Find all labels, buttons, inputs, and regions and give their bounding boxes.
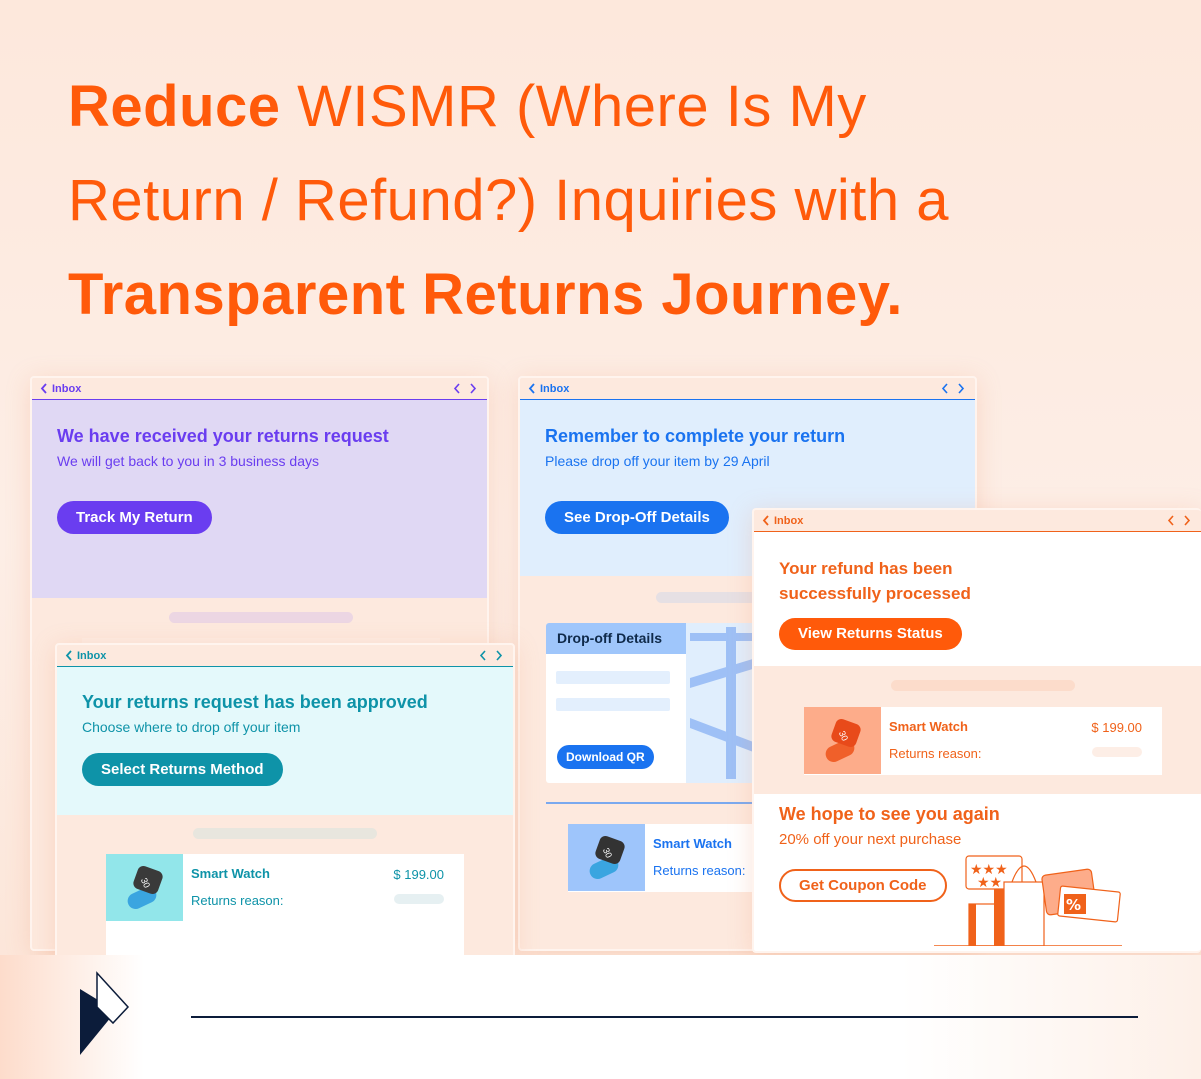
next-email-icon[interactable] <box>495 650 503 661</box>
headline-bold-lead: Reduce <box>68 74 281 139</box>
smart-watch-icon: 30 <box>127 865 163 909</box>
prev-email-icon[interactable] <box>1167 515 1175 526</box>
next-email-icon[interactable] <box>1183 515 1191 526</box>
download-qr-button[interactable]: Download QR <box>557 745 654 769</box>
chevron-left-icon <box>762 515 769 526</box>
returns-reason-label: Returns reason: <box>653 863 746 878</box>
promo-title: We hope to see you again <box>779 804 1000 824</box>
email-hero: Your refund has been successfully proces… <box>754 532 1201 666</box>
inbox-label: Inbox <box>77 649 107 662</box>
drop-off-map[interactable] <box>686 623 757 783</box>
back-to-inbox-link[interactable]: Inbox <box>40 383 81 395</box>
svg-text:30: 30 <box>836 729 849 742</box>
email-title-line2: successfully processed <box>779 584 971 603</box>
see-drop-off-details-button[interactable]: See Drop-Off Details <box>545 501 729 534</box>
smart-watch-icon: 30 <box>825 718 861 762</box>
product-name: Smart Watch <box>889 719 968 734</box>
email-title-line1: Your refund has been <box>779 559 953 578</box>
track-my-return-button[interactable]: Track My Return <box>57 501 212 534</box>
drop-off-info: Drop-off Details Download QR <box>546 623 686 783</box>
smart-watch-thumbnail: 30 <box>568 824 645 891</box>
svg-text:★★: ★★ <box>977 875 1002 891</box>
email-topbar: Inbox <box>754 510 1201 532</box>
email-subtitle: Choose where to drop off your item <box>82 719 301 735</box>
returns-reason-placeholder <box>394 894 444 904</box>
headline: Reduce WISMR (Where Is My Return / Refun… <box>68 60 1168 342</box>
smart-watch-icon: 30 <box>589 835 625 879</box>
chevron-left-icon <box>528 383 535 394</box>
inbox-label: Inbox <box>540 382 570 395</box>
back-to-inbox-link[interactable]: Inbox <box>528 383 569 395</box>
product-info: Smart Watch Returns reason: <box>645 824 788 892</box>
email-hero: Your returns request has been approved C… <box>57 667 513 815</box>
product-info: Smart Watch Returns reason: $ 199.00 <box>183 854 464 961</box>
placeholder-strip <box>82 638 440 646</box>
chevron-left-icon <box>40 383 47 394</box>
email-card-refund: Inbox Your refund has been successfully … <box>752 508 1201 953</box>
map-roads-icon <box>690 627 757 779</box>
headline-bold-tail: Transparent Returns Journey. <box>68 262 903 327</box>
svg-text:30: 30 <box>600 846 613 859</box>
smart-watch-thumbnail: 30 <box>804 707 881 774</box>
footer-divider <box>191 1016 1138 1018</box>
placeholder-bar <box>169 612 353 623</box>
placeholder-line <box>556 698 670 711</box>
prev-email-icon[interactable] <box>941 383 949 394</box>
select-returns-method-button[interactable]: Select Returns Method <box>82 753 283 786</box>
back-to-inbox-link[interactable]: Inbox <box>762 515 803 527</box>
svg-text:30: 30 <box>138 876 151 889</box>
back-to-inbox-link[interactable]: Inbox <box>65 650 106 662</box>
svg-text:★★★: ★★★ <box>970 862 1008 878</box>
get-coupon-code-button[interactable]: Get Coupon Code <box>779 869 947 902</box>
promo-section: We hope to see you again 20% off your ne… <box>754 794 1201 951</box>
email-topbar: Inbox <box>520 378 975 400</box>
returns-reason-label: Returns reason: <box>889 746 982 761</box>
chevron-left-icon <box>65 650 72 661</box>
next-email-icon[interactable] <box>957 383 965 394</box>
email-topbar: Inbox <box>32 378 487 400</box>
divider <box>546 802 786 804</box>
promo-subtitle: 20% off your next purchase <box>779 831 962 848</box>
headline-line1: WISMR (Where Is My <box>280 74 867 139</box>
view-returns-status-button[interactable]: View Returns Status <box>779 618 962 650</box>
email-title: Your returns request has been approved <box>82 692 428 712</box>
inbox-label: Inbox <box>774 514 804 527</box>
placeholder-bar <box>891 680 1075 691</box>
product-row: 30 Smart Watch Returns reason: $ 199.00 <box>106 854 464 961</box>
product-price: $ 199.00 <box>1091 720 1142 735</box>
product-name: Smart Watch <box>653 836 732 851</box>
returns-reason-label: Returns reason: <box>191 893 284 908</box>
email-subtitle: Please drop off your item by 29 April <box>545 453 770 469</box>
email-title: We have received your returns request <box>57 426 389 446</box>
drop-off-details-panel: Drop-off Details Download QR <box>546 623 757 783</box>
shopping-coupon-illustration: ★★★ ★★ % <box>934 855 1122 946</box>
email-title: Your refund has been successfully proces… <box>779 556 1176 606</box>
inbox-label: Inbox <box>52 382 82 395</box>
email-card-approved: Inbox Your returns request has been appr… <box>55 643 515 963</box>
prev-email-icon[interactable] <box>479 650 487 661</box>
email-topbar: Inbox <box>57 645 513 667</box>
email-title: Remember to complete your return <box>545 426 846 446</box>
percent-icon: % <box>1066 896 1081 914</box>
product-price: $ 199.00 <box>393 867 444 882</box>
product-name: Smart Watch <box>191 866 270 881</box>
placeholder-bar <box>193 828 377 839</box>
drop-off-title: Drop-off Details <box>546 623 686 654</box>
placeholder-line <box>556 671 670 684</box>
next-email-icon[interactable] <box>469 383 477 394</box>
returns-reason-placeholder <box>1092 747 1142 757</box>
smart-watch-thumbnail: 30 <box>106 854 183 921</box>
product-row: 30 Smart Watch Returns reason: $ 199.00 <box>804 707 1162 775</box>
email-hero: We have received your returns request We… <box>32 400 487 598</box>
footer <box>0 955 1201 1079</box>
headline-line2: Return / Refund?) Inquiries with a <box>68 168 949 233</box>
placeholder-bar <box>656 592 776 603</box>
product-info: Smart Watch Returns reason: $ 199.00 <box>881 707 1162 775</box>
email-subtitle: We will get back to you in 3 business da… <box>57 453 319 469</box>
product-row: 30 Smart Watch Returns reason: <box>568 824 788 892</box>
prev-email-icon[interactable] <box>453 383 461 394</box>
brand-logo-icon <box>80 971 130 1055</box>
